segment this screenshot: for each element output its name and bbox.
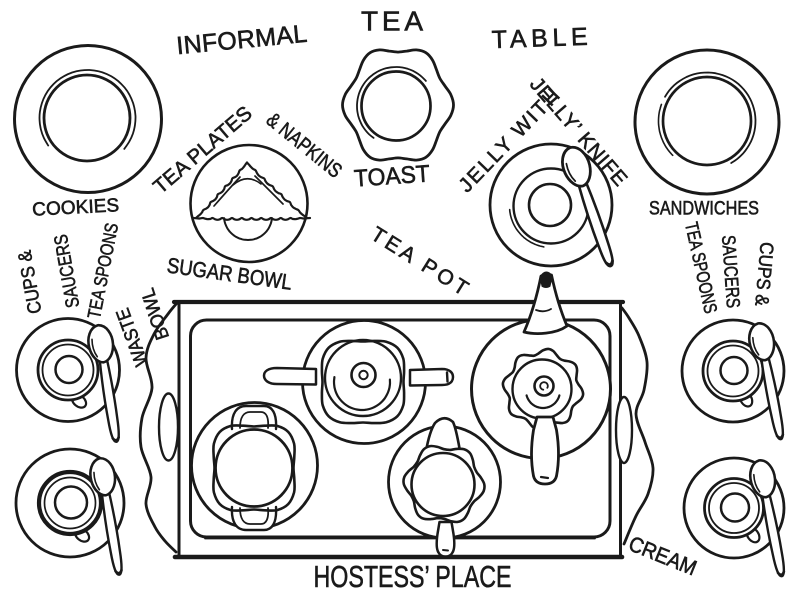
svg-text:SANDWICHES: SANDWICHES bbox=[649, 198, 759, 220]
svg-text:SAUCERS: SAUCERS bbox=[717, 234, 743, 308]
svg-text:TOAST: TOAST bbox=[353, 160, 431, 192]
svg-text:HOSTESS’ PLACE: HOSTESS’ PLACE bbox=[314, 559, 512, 594]
svg-text:TEA: TEA bbox=[361, 6, 423, 37]
svg-text:COOKIES: COOKIES bbox=[32, 195, 120, 221]
